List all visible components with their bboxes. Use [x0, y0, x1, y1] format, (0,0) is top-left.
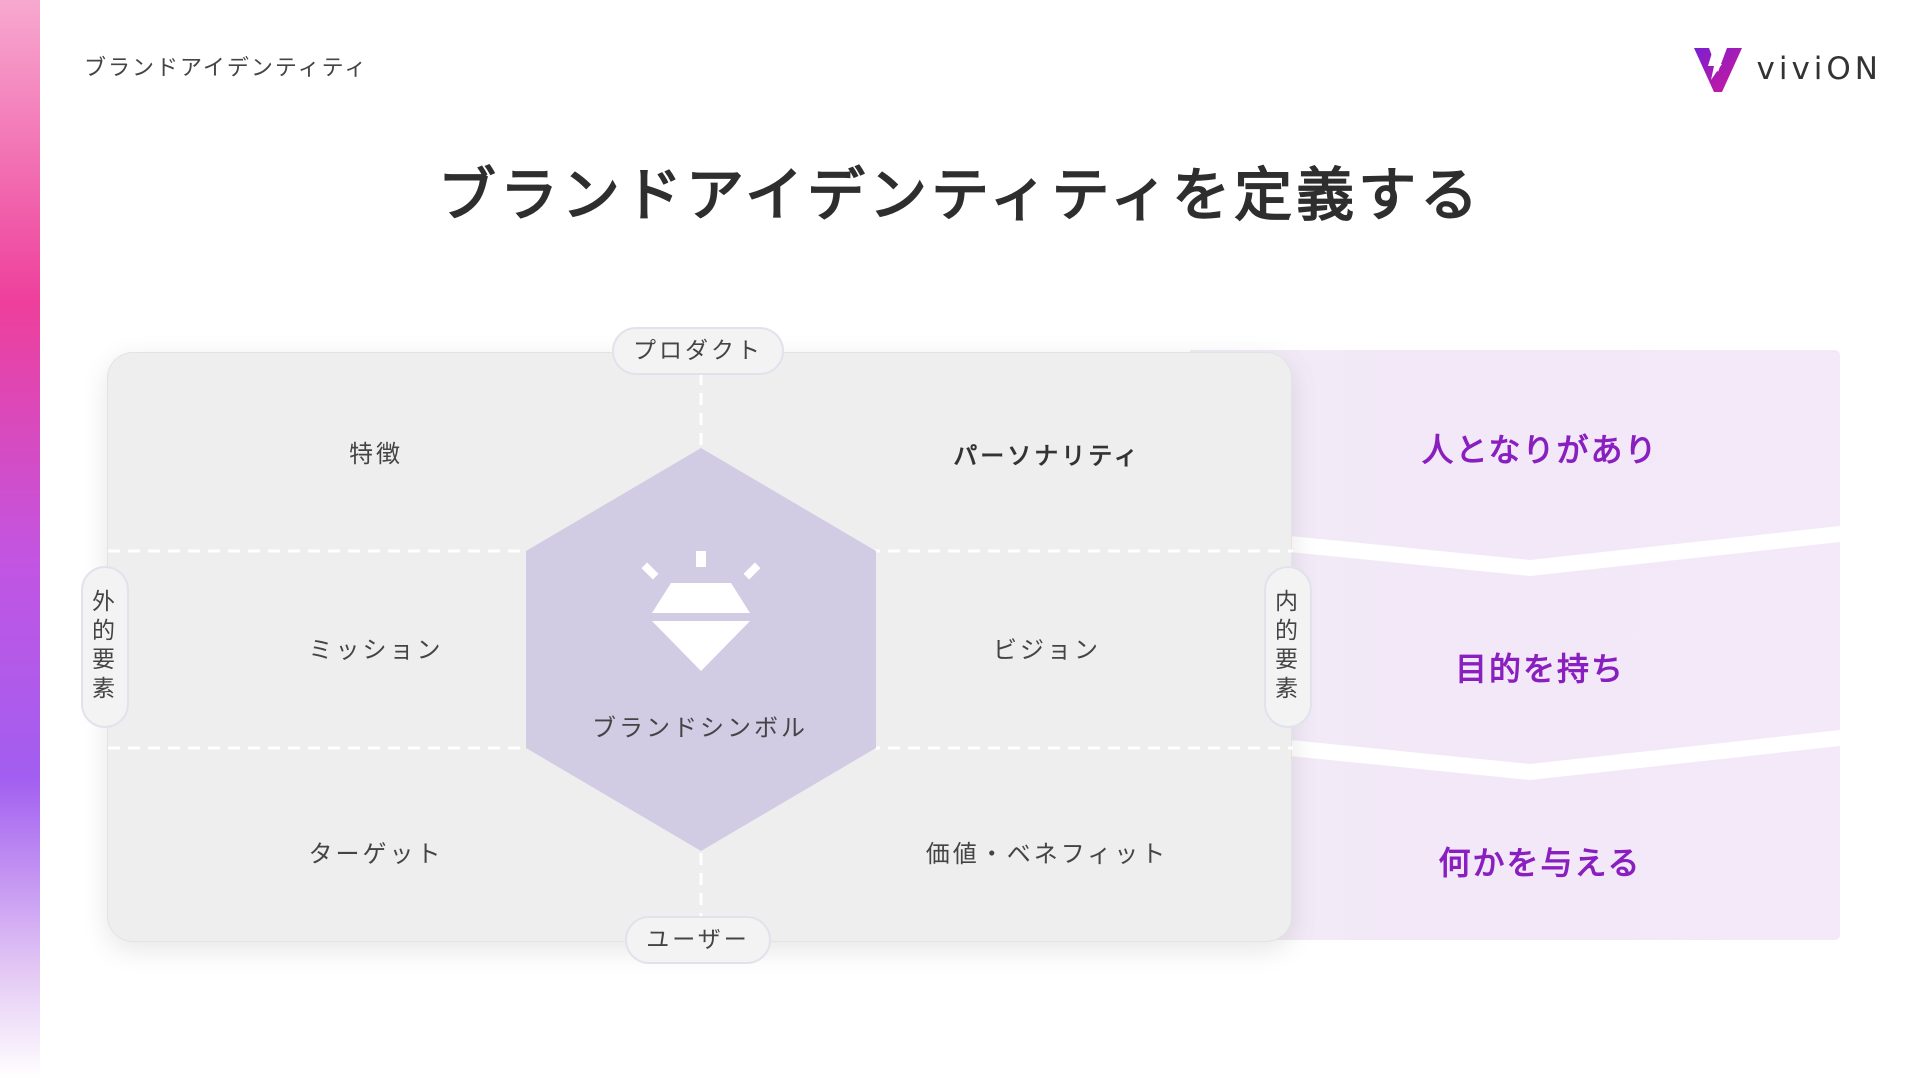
vivion-logo-icon: [1694, 46, 1743, 92]
cell-mission: ミッション: [308, 636, 444, 664]
brand-identity-diagram: [107, 352, 1293, 942]
cell-value-benefit: 価値・ベネフィット: [925, 840, 1169, 868]
breadcrumb: ブランドアイデンティティ: [84, 56, 369, 81]
axis-label-external: 外的要素: [81, 566, 129, 728]
cell-vision: ビジョン: [993, 636, 1101, 664]
cell-target: ターゲット: [308, 840, 444, 868]
axis-label-user: ユーザー: [625, 916, 771, 964]
right-panel-chevrons: [1190, 350, 1840, 940]
chevron-segment-1: [1190, 350, 1840, 560]
right-label-3: 何かを与える: [1438, 844, 1642, 882]
diamond-icon: [641, 551, 761, 671]
axis-label-product: プロダクト: [612, 327, 784, 375]
brand-symbol-label: ブランドシンボル: [592, 714, 808, 742]
vivion-logo: viviON: [1692, 44, 1882, 94]
chevron-segment-3: [1190, 746, 1840, 940]
diagram-grid: [108, 373, 1293, 923]
axis-label-internal: 内的要素: [1264, 566, 1312, 728]
cell-personality: パーソナリティ: [953, 442, 1141, 470]
chevron-segment-2: [1190, 542, 1840, 764]
right-label-2: 目的を持ち: [1454, 650, 1625, 688]
gradient-side-bar: [0, 0, 40, 1079]
logo-text: viviON: [1756, 51, 1882, 87]
right-summary-panel: 人となりがあり 目的を持ち 何かを与える: [1190, 350, 1840, 940]
cell-features: 特徴: [349, 440, 403, 468]
page-title: ブランドアイデンティティを定義する: [437, 161, 1483, 229]
right-label-1: 人となりがあり: [1421, 431, 1659, 469]
